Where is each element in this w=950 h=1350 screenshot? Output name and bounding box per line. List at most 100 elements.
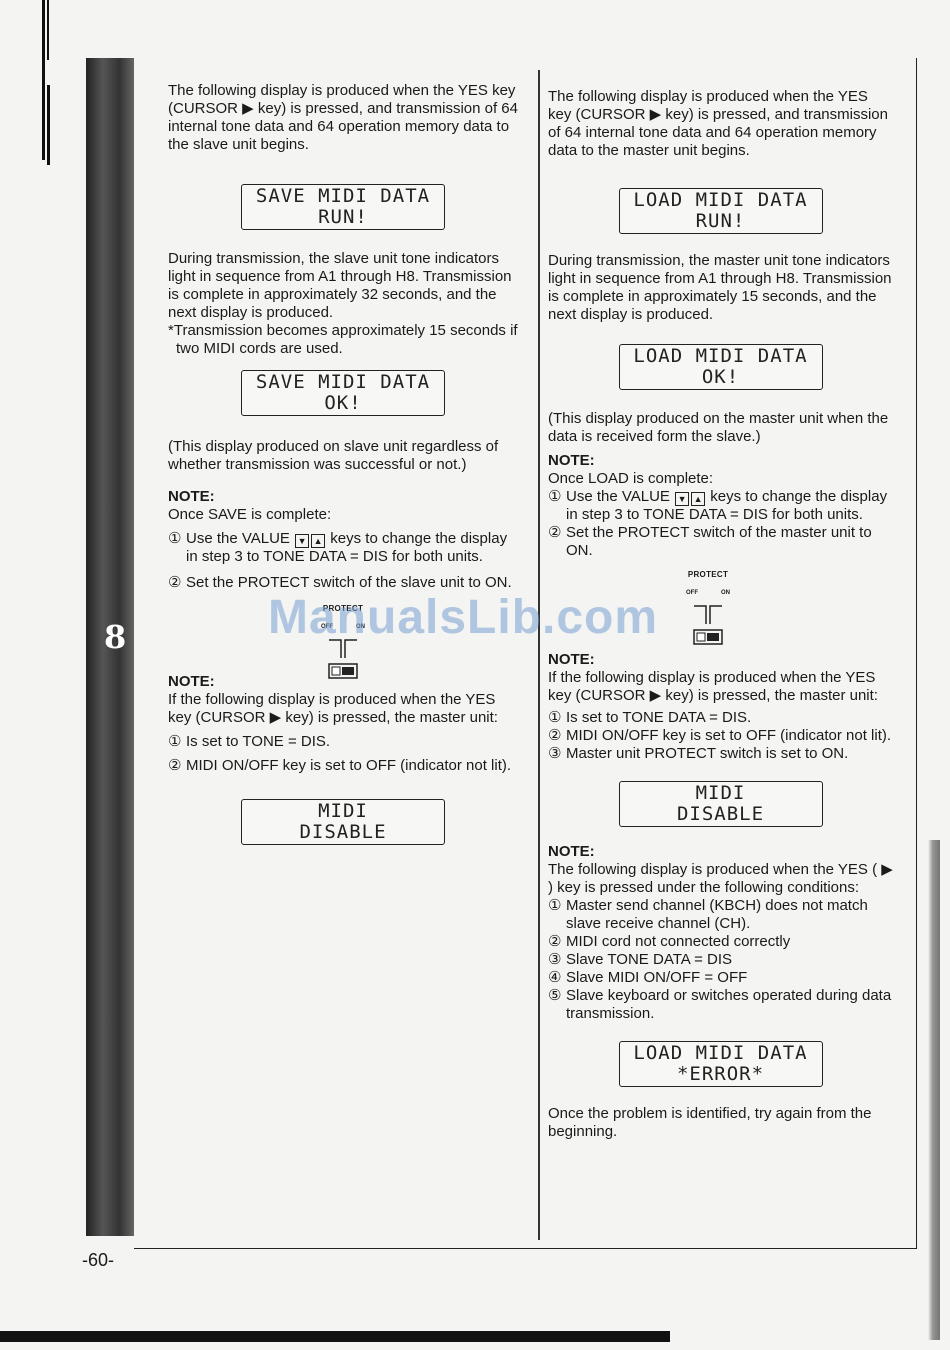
closing-text: Once the problem is identified, try agai…	[548, 1105, 872, 1140]
protect-label: PROTECT	[322, 604, 364, 613]
protect-label: PROTECT	[687, 570, 729, 579]
value-up-key-icon: ▲	[311, 534, 326, 548]
protect-off-label: OFF	[321, 624, 333, 630]
scan-right-edge	[928, 840, 940, 1340]
item-number: ①	[548, 488, 562, 505]
protect-switch-icon	[328, 639, 358, 679]
item-text: Master unit PROTECT switch is set to ON.	[566, 745, 849, 762]
item-number: ②	[548, 524, 562, 541]
lcd-midi-disable: MIDI DISABLE	[618, 781, 823, 827]
item-text: Slave keyboard or switches operated duri…	[566, 987, 892, 1022]
lcd-line: *ERROR*	[676, 1063, 765, 1085]
item-text: Is set to TONE = DIS.	[186, 733, 331, 750]
list-item: ② MIDI ON/OFF key is set to OFF (indicat…	[168, 757, 518, 775]
lcd-load-run: LOAD MIDI DATA RUN!	[618, 188, 823, 234]
item-number: ①	[548, 709, 562, 726]
watermark: ManualsLib.com	[268, 591, 659, 644]
value-up-key-icon: ▲	[691, 492, 706, 506]
note-label: NOTE:	[548, 651, 595, 668]
item-number: ②	[168, 574, 182, 591]
item-text: Set the PROTECT switch of the slave unit…	[186, 574, 512, 591]
item-text: Master send channel (KBCH) does not matc…	[566, 897, 868, 932]
list-item: ③ Master unit PROTECT switch is set to O…	[548, 745, 893, 763]
item-text: Set the PROTECT switch of the master uni…	[566, 524, 872, 559]
note-label: NOTE:	[548, 452, 595, 469]
lcd-line: LOAD MIDI DATA	[633, 345, 808, 367]
item-text: Use the VALUE	[566, 488, 670, 505]
protect-on-label: ON	[721, 590, 730, 596]
item-number: ③	[548, 951, 562, 968]
note-intro: The following display is produced when t…	[548, 861, 893, 896]
left-column: The following display is produced when t…	[168, 82, 518, 845]
value-down-key-icon: ▼	[675, 492, 690, 506]
right-column: The following display is produced when t…	[548, 88, 893, 1141]
item-text: MIDI ON/OFF key is set to OFF (indicator…	[566, 727, 892, 744]
lcd-line: OK!	[324, 392, 362, 414]
lcd-save-run: SAVE MIDI DATA RUN!	[241, 184, 445, 230]
item-text: MIDI cord not connected correctly	[566, 933, 791, 950]
list-item: ② MIDI cord not connected correctly	[548, 933, 893, 951]
item-text: Is set to TONE DATA = DIS.	[566, 709, 752, 726]
item-number: ②	[548, 727, 562, 744]
list-item: ② MIDI ON/OFF key is set to OFF (indicat…	[548, 727, 893, 745]
page-frame	[134, 58, 917, 1249]
protect-on-label: ON	[356, 624, 365, 630]
value-down-key-icon: ▼	[295, 534, 310, 548]
item-number: ①	[548, 897, 562, 914]
list-item: ① Master send channel (KBCH) does not ma…	[548, 897, 893, 933]
scan-edge-marks	[38, 0, 52, 170]
item-number: ②	[168, 757, 182, 774]
item-number: ③	[548, 745, 562, 762]
lcd-load-ok: LOAD MIDI DATA OK!	[618, 344, 823, 390]
list-item: ③ Slave TONE DATA = DIS	[548, 951, 893, 969]
lcd-line: RUN!	[695, 210, 746, 232]
list-item: ② Set the PROTECT switch of the master u…	[548, 524, 893, 560]
lcd-line: MIDI	[695, 782, 746, 804]
lcd-line: LOAD MIDI DATA	[633, 189, 808, 211]
note-intro: If the following display is produced whe…	[548, 669, 878, 704]
lcd-save-ok: SAVE MIDI DATA OK!	[241, 370, 445, 416]
left-paren: (This display produced on slave unit reg…	[168, 438, 499, 473]
item-number: ⑤	[548, 987, 562, 1004]
protect-switch-diagram: PROTECT OFF ON	[678, 566, 738, 653]
scan-bottom-bar	[0, 1326, 670, 1342]
list-item: ① Is set to TONE DATA = DIS.	[548, 709, 893, 727]
protect-off-label: OFF	[686, 590, 698, 596]
left-footnote: *Transmission becomes approximately 15 s…	[168, 322, 518, 357]
left-intro: The following display is produced when t…	[168, 82, 518, 153]
lcd-line: OK!	[701, 366, 740, 388]
item-number: ②	[548, 933, 562, 950]
lcd-line: RUN!	[318, 206, 368, 228]
chapter-sidebar	[86, 58, 134, 1236]
chapter-number: 8	[104, 618, 127, 656]
lcd-line: SAVE MIDI DATA	[255, 185, 431, 207]
list-item: ① Is set to TONE = DIS.	[168, 733, 518, 751]
lcd-line: SAVE MIDI DATA	[255, 371, 431, 393]
note-label: NOTE:	[168, 673, 215, 690]
protect-switch-diagram: PROTECT OFF ON	[313, 600, 373, 687]
list-item: ⑤ Slave keyboard or switches operated du…	[548, 987, 893, 1023]
note-intro: If the following display is produced whe…	[168, 691, 498, 726]
item-number: ①	[168, 530, 182, 547]
list-item: ② Set the PROTECT switch of the slave un…	[168, 574, 518, 592]
item-text: Slave MIDI ON/OFF = OFF	[566, 969, 748, 986]
note-intro: Once SAVE is complete:	[168, 506, 332, 523]
right-during: During transmission, the master unit ton…	[548, 252, 892, 323]
item-number: ④	[548, 969, 562, 986]
lcd-line: LOAD MIDI DATA	[633, 1042, 808, 1064]
lcd-line: MIDI	[318, 800, 368, 822]
item-text: keys to change the display in step 3 to …	[566, 488, 888, 523]
note-label: NOTE:	[168, 488, 215, 505]
item-text: Use the VALUE	[186, 530, 290, 547]
lcd-line: DISABLE	[299, 821, 387, 843]
column-divider	[538, 70, 540, 1240]
right-paren: (This display produced on the master uni…	[548, 410, 889, 445]
right-intro: The following display is produced when t…	[548, 88, 888, 159]
note-intro: Once LOAD is complete:	[548, 470, 714, 487]
note-label: NOTE:	[548, 843, 595, 860]
lcd-line: DISABLE	[676, 803, 765, 825]
left-during: During transmission, the slave unit tone…	[168, 250, 512, 321]
protect-switch-icon	[693, 605, 723, 645]
item-text: MIDI ON/OFF key is set to OFF (indicator…	[186, 757, 512, 774]
page-number: -60-	[82, 1250, 115, 1270]
